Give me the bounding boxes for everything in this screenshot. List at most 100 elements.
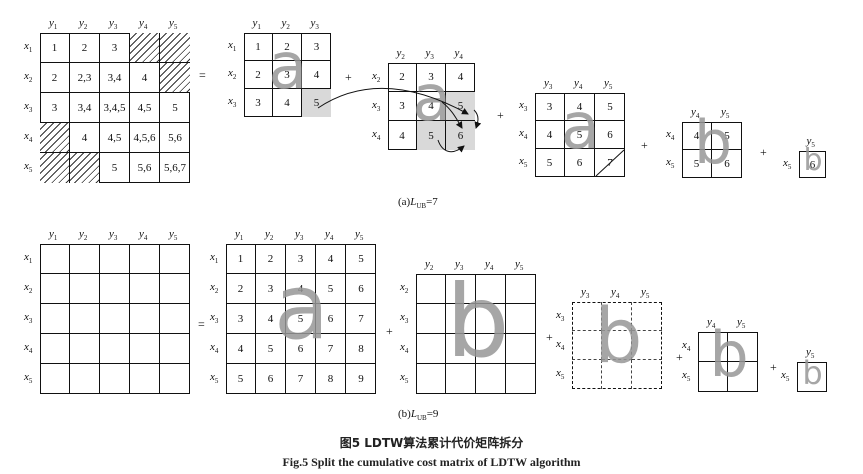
matrix-b-5 <box>797 362 827 392</box>
col-label: y4 <box>574 77 583 92</box>
col-label: y5 <box>515 258 524 273</box>
col-label: y2 <box>396 47 405 62</box>
matrix-cell: 8 <box>346 334 376 364</box>
plus-sign: + <box>345 70 352 84</box>
matrix-cell <box>476 364 506 394</box>
matrix-cell <box>130 33 160 63</box>
matrix-cell: 5 <box>417 121 446 150</box>
matrix-cell: 3,4 <box>100 63 130 93</box>
matrix-cell: 4 <box>273 89 302 117</box>
plus-sign: + <box>770 360 777 374</box>
row-label: x5 <box>519 155 528 170</box>
matrix-cell: 3 <box>100 33 130 63</box>
subcaption-a: (a)LUB=7 <box>398 196 438 211</box>
matrix-cell: 6 <box>565 149 595 177</box>
col-label: y2 <box>265 228 274 243</box>
matrix-cell: 4 <box>256 304 286 334</box>
matrix-cell: 4 <box>446 63 475 92</box>
col-label: y3 <box>425 47 434 62</box>
matrix-cell: 4 <box>388 121 417 150</box>
matrix-cell: 5 <box>535 149 565 177</box>
matrix-cell <box>100 244 130 274</box>
caption-chinese: 图5 LDTW算法累计代价矩阵拆分 <box>339 436 524 450</box>
row-label: x4 <box>682 339 691 354</box>
matrix-cell <box>160 63 190 93</box>
col-label: y5 <box>806 135 815 150</box>
subcaption-b: (b)LUB=9 <box>398 408 439 423</box>
caption-english: Fig.5 Split the cumulative cost matrix o… <box>282 455 581 469</box>
down-arrow-icon <box>473 109 482 129</box>
row-label: x3 <box>210 311 219 326</box>
matrix-cell: 1 <box>244 33 273 61</box>
matrix-cell <box>130 244 160 274</box>
matrix-cell: 2 <box>388 63 417 92</box>
matrix-cell: 5 <box>100 153 130 183</box>
plus-sign: + <box>641 138 648 152</box>
matrix-cell <box>40 304 70 334</box>
row-label: x1 <box>24 40 33 55</box>
matrix-cell: 2 <box>40 63 70 93</box>
matrix-cell: 2 <box>244 61 273 89</box>
row-label: x5 <box>666 156 675 171</box>
col-label: y3 <box>295 228 304 243</box>
matrix-cell <box>70 153 100 183</box>
matrix-cell <box>572 360 602 389</box>
matrix-cell: 5 <box>316 274 346 304</box>
col-label: y4 <box>139 228 148 243</box>
matrix-cell <box>602 331 632 360</box>
matrix-cell: 7 <box>286 364 316 394</box>
matrix-cell: 3 <box>226 304 256 334</box>
matrix-cell <box>476 304 506 334</box>
row-label: x3 <box>372 98 381 113</box>
matrix-cell <box>130 274 160 304</box>
matrix-cell: 6 <box>809 158 816 171</box>
row-label: x4 <box>24 130 33 145</box>
matrix-cell <box>476 334 506 364</box>
matrix-cell: 2 <box>70 33 100 63</box>
matrix-cell <box>40 123 70 153</box>
row-label: x1 <box>210 251 219 266</box>
row-label: x5 <box>783 156 792 171</box>
matrix-cell <box>40 153 70 183</box>
col-label: y1 <box>252 17 261 32</box>
row-label: x4 <box>556 337 565 352</box>
matrix-cell <box>416 364 446 394</box>
matrix-cell <box>446 304 476 334</box>
matrix-cell: 7 <box>316 334 346 364</box>
matrix-b-3 <box>572 302 662 389</box>
matrix-a-5: 6 <box>799 151 826 178</box>
col-label: y3 <box>455 258 464 273</box>
matrix-cell: 6 <box>256 364 286 394</box>
matrix-cell <box>70 304 100 334</box>
col-label: y4 <box>454 47 463 62</box>
equals-sign: = <box>198 317 205 331</box>
corner-slash <box>595 149 625 177</box>
matrix-b-2 <box>416 274 536 394</box>
matrix-cell: 3 <box>244 89 273 117</box>
matrix-cell: 5 <box>712 122 742 150</box>
row-label: x3 <box>24 100 33 115</box>
matrix-cell <box>100 364 130 394</box>
col-label: y3 <box>109 228 118 243</box>
col-label: y5 <box>169 228 178 243</box>
matrix-cell: 5 <box>346 244 376 274</box>
matrix-cell <box>506 274 536 304</box>
plus-sign: + <box>497 108 504 122</box>
matrix-cell <box>416 274 446 304</box>
matrix-cell: 4 <box>70 123 100 153</box>
matrix-cell: 4,5 <box>100 123 130 153</box>
matrix-cell <box>160 33 190 63</box>
col-label: y1 <box>49 228 58 243</box>
matrix-cell <box>70 244 100 274</box>
matrix-cell <box>698 362 728 392</box>
matrix-cell: 5 <box>286 304 316 334</box>
matrix-cell: 4 <box>417 92 446 121</box>
matrix-cell: 2 <box>256 244 286 274</box>
